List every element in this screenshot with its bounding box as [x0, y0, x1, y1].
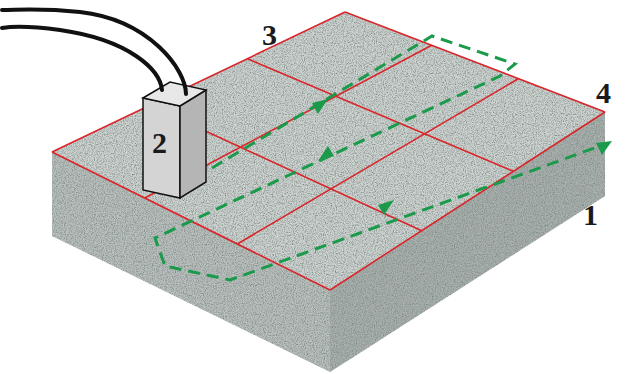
callout-number: 3 [262, 20, 277, 50]
callout-number: 4 [596, 78, 611, 108]
sensor-box [143, 82, 206, 198]
granite-slab [52, 12, 605, 372]
cables [2, 10, 186, 95]
scan-path [155, 36, 600, 280]
callout-number: 2 [152, 128, 167, 158]
direction-arrows [312, 99, 612, 215]
callout-number: 1 [583, 200, 598, 230]
